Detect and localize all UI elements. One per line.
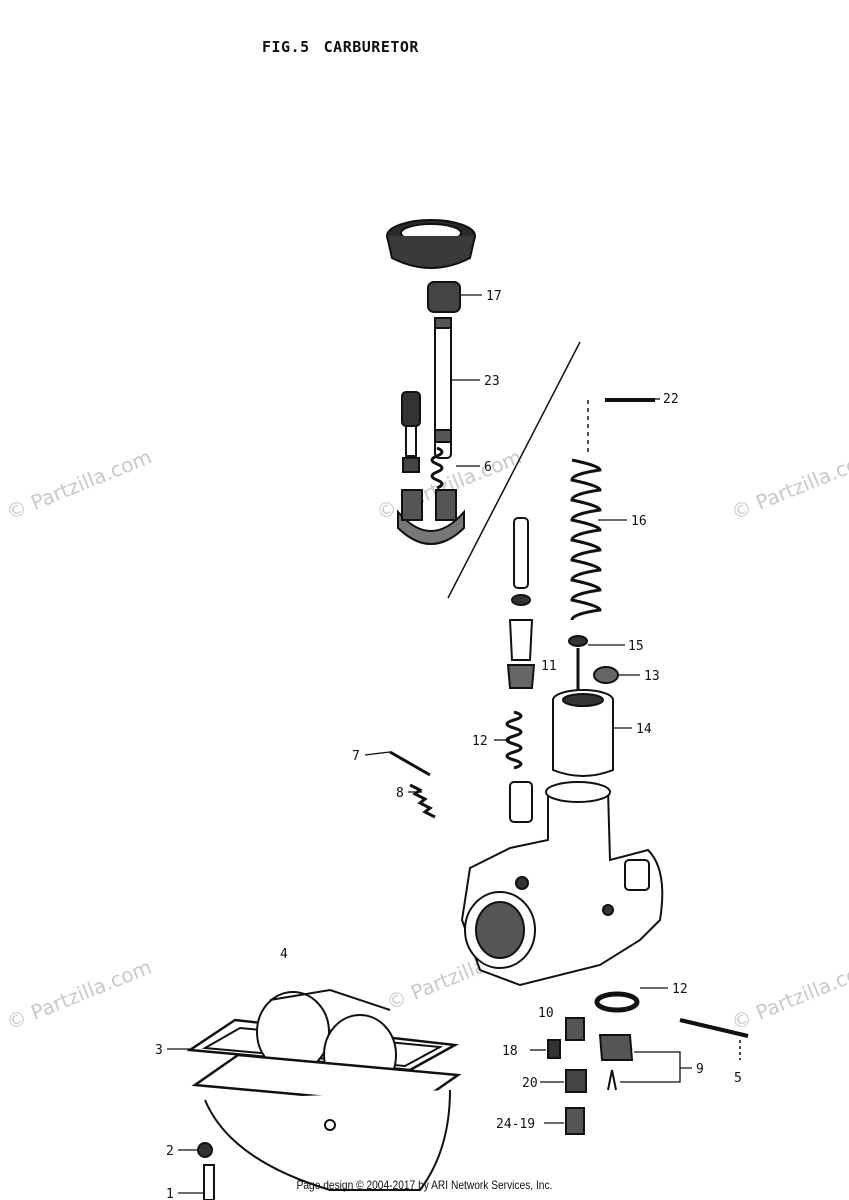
callout-8: 8 xyxy=(396,786,404,801)
callout-7: 7 xyxy=(352,749,360,764)
callout-10: 10 xyxy=(538,1006,554,1021)
watermark-bottom-left: © Partzilla.com xyxy=(3,955,155,1035)
part-24-19-shape xyxy=(565,1107,585,1135)
callout-1: 1 xyxy=(166,1187,174,1200)
figure-caption: CARBURETOR xyxy=(323,38,419,56)
watermark-right: © Partzilla.com xyxy=(728,445,849,525)
part-13-shape xyxy=(593,666,619,684)
watermark-bottom-right: © Partzilla.com xyxy=(728,955,849,1035)
idle-screw-shape xyxy=(509,781,533,823)
callout-9: 9 xyxy=(696,1062,704,1077)
float-bowl-shape xyxy=(191,1053,462,1191)
part-15-shape xyxy=(552,689,614,777)
alignment-line xyxy=(447,341,581,599)
part-8-shape xyxy=(409,783,436,819)
part-21-shape xyxy=(565,1069,587,1093)
part-10-shape xyxy=(565,1017,585,1041)
part-6-shape xyxy=(430,446,444,490)
callout-12: 12 xyxy=(672,982,688,997)
callout-24-19: 24-19 xyxy=(496,1117,535,1132)
callout-2: 2 xyxy=(166,1144,174,1159)
callout-22: 22 xyxy=(663,392,679,407)
callout-16: 16 xyxy=(631,514,647,529)
leader-lines xyxy=(167,294,692,1194)
callout-20: 18 xyxy=(502,1044,518,1059)
callout-13: 13 xyxy=(644,669,660,684)
needle-jet-shape xyxy=(506,517,536,689)
callout-5: 5 xyxy=(734,1071,742,1086)
part-18-shape xyxy=(427,281,461,313)
callout-11: 11 xyxy=(541,659,557,674)
base-plate-shape xyxy=(397,489,465,545)
callout-23: 23 xyxy=(484,374,500,389)
part-7-shape xyxy=(389,750,431,777)
watermark-left: © Partzilla.com xyxy=(3,445,155,525)
screw-left-shape xyxy=(401,391,421,473)
callout-15: 14 xyxy=(636,722,652,737)
callout-6: 6 xyxy=(484,460,492,475)
figure-number: FIG.5 xyxy=(262,38,310,56)
carburetor-body-shape xyxy=(460,781,664,987)
callout-21: 20 xyxy=(522,1076,538,1091)
callout-18: 17 xyxy=(486,289,502,304)
part-20-shape xyxy=(547,1039,561,1059)
part-5-shape xyxy=(679,1018,749,1038)
part-9-shape xyxy=(598,1034,634,1091)
callout-4: 4 xyxy=(280,947,288,962)
callout-14: 12 xyxy=(472,734,488,749)
part-12-shape xyxy=(594,991,640,1013)
part-17-shape xyxy=(568,635,588,647)
part-16-shape xyxy=(570,458,602,621)
page-footer: Page design © 2004-2017 by ARI Network S… xyxy=(296,1178,553,1192)
callout-3: 3 xyxy=(155,1043,163,1058)
top-cap-part xyxy=(386,219,476,269)
part-1-shape xyxy=(203,1164,215,1200)
figure-title: FIG.5 CARBURETOR xyxy=(262,38,433,56)
part-23-shape xyxy=(434,317,452,459)
part-2-shape xyxy=(197,1142,213,1158)
callout-17: 15 xyxy=(628,639,644,654)
